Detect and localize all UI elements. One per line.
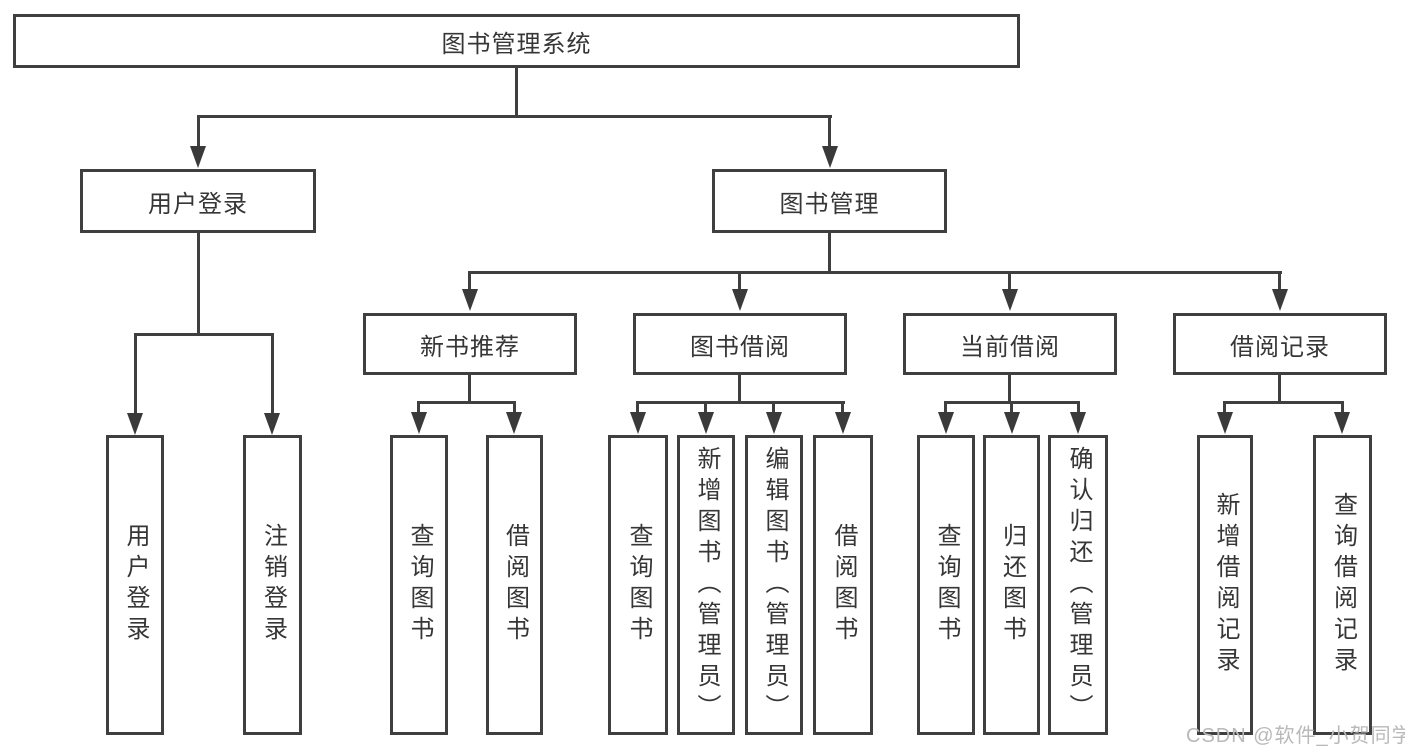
node-new-book-recommendation: 新书推荐 [363, 313, 577, 375]
leaf-return-books: 归还图书 [983, 435, 1040, 735]
watermark: CSDN @软件_小贺同学 [1186, 725, 1405, 747]
node-book-management: 图书管理 [712, 169, 947, 233]
arrow-down-icon [1272, 289, 1288, 311]
connector-line [271, 333, 274, 415]
arrow-down-icon [411, 412, 427, 434]
leaf-borrow-books-recommend: 借阅图书 [486, 435, 543, 735]
leaf-logout: 注销登录 [243, 435, 302, 735]
node-library-system: 图书管理系统 [13, 14, 1020, 68]
node-book-borrowing: 图书借阅 [633, 313, 847, 375]
arrow-down-icon [506, 412, 522, 434]
connector-line [704, 401, 707, 414]
connector-line [197, 115, 832, 118]
connector-line [197, 115, 200, 151]
leaf-user-login: 用户登录 [106, 435, 164, 735]
arrow-down-icon [938, 412, 954, 434]
connector-line [134, 333, 274, 336]
leaf-borrow-books-borrowing: 借阅图书 [813, 435, 873, 735]
connector-line [1008, 375, 1011, 404]
connector-line [197, 233, 200, 336]
connector-line [738, 375, 741, 404]
connector-line [944, 401, 947, 414]
connector-line [841, 401, 844, 414]
connector-line [417, 401, 516, 404]
connector-line [1341, 401, 1344, 414]
connector-line [469, 271, 1282, 274]
leaf-query-books-recommend: 查询图书 [390, 435, 448, 735]
connector-line [772, 401, 775, 414]
connector-line [1010, 401, 1013, 414]
arrow-down-icon [1004, 412, 1020, 434]
connector-line [468, 271, 471, 293]
connector-line [515, 66, 518, 118]
arrow-down-icon [822, 146, 838, 168]
arrow-down-icon [1217, 412, 1233, 434]
leaf-query-books-borrowing: 查询图书 [608, 435, 668, 735]
leaf-add-borrow-record: 新增借阅记录 [1197, 435, 1253, 735]
node-borrowing-records: 借阅记录 [1173, 313, 1387, 375]
leaf-query-borrow-record: 查询借阅记录 [1313, 435, 1372, 735]
connector-line [1077, 401, 1080, 414]
connector-line [134, 333, 137, 415]
arrow-down-icon [698, 412, 714, 434]
arrow-down-icon [835, 412, 851, 434]
leaf-add-book-admin: 新增图书（管理员） [677, 435, 735, 735]
arrow-down-icon [190, 146, 206, 168]
arrow-down-icon [630, 412, 646, 434]
arrow-down-icon [127, 413, 143, 435]
connector-line [1278, 271, 1281, 293]
connector-line [828, 231, 831, 274]
arrow-down-icon [766, 412, 782, 434]
connector-line [738, 271, 741, 293]
node-current-borrowing: 当前借阅 [903, 313, 1117, 375]
connector-line [417, 401, 420, 414]
leaf-edit-book-admin: 编辑图书（管理员） [745, 435, 803, 735]
connector-line [636, 401, 639, 414]
arrow-down-icon [1334, 412, 1350, 434]
connector-line [828, 115, 831, 151]
arrow-down-icon [1070, 412, 1086, 434]
leaf-confirm-return-admin: 确认归还（管理员） [1048, 435, 1108, 735]
connector-line [1278, 375, 1281, 404]
arrow-down-icon [1002, 289, 1018, 311]
connector-line [1223, 401, 1226, 414]
connector-line [513, 401, 516, 414]
arrow-down-icon [264, 413, 280, 435]
connector-line [636, 401, 845, 404]
node-user-login: 用户登录 [80, 169, 316, 233]
connector-line [1223, 401, 1344, 404]
arrow-down-icon [732, 289, 748, 311]
arrow-down-icon [462, 289, 478, 311]
leaf-query-books-current: 查询图书 [917, 435, 975, 735]
connector-line [1008, 271, 1011, 293]
connector-line [468, 375, 471, 404]
